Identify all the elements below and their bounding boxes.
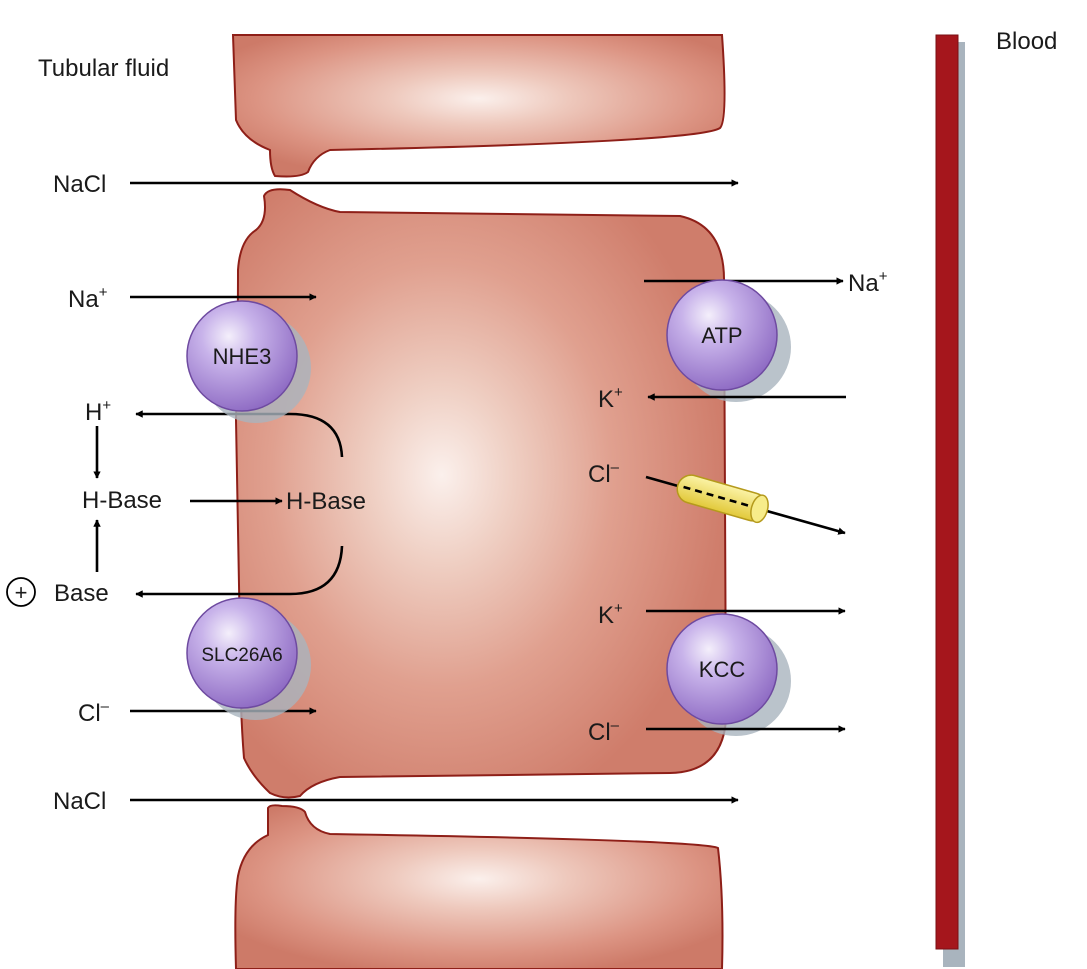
cl-in-label: Cl– (78, 698, 110, 727)
slc26a6-transporter: SLC26A6 (186, 597, 311, 720)
na-blood-label: Na+ (848, 268, 888, 297)
top-cell (231, 34, 726, 178)
atp-pump: ATP (666, 279, 791, 402)
base-out-arrow (135, 545, 344, 598)
nacl-bottom-label: NaCl (53, 788, 106, 815)
k-out-label: K+ (598, 600, 623, 629)
atp-label: ATP (701, 323, 742, 348)
nhe3-transporter: NHE3 (186, 300, 311, 423)
na-in-label: Na+ (68, 284, 108, 313)
slc26a6-label: SLC26A6 (201, 645, 282, 666)
blood-vessel (935, 34, 959, 950)
nacl-top-label: NaCl (53, 171, 106, 198)
h-out-label: H+ (85, 397, 111, 426)
base-out-label: Base (54, 580, 109, 607)
cl-channel-label: Cl– (588, 459, 620, 488)
cl-channel (676, 474, 769, 524)
h-base-in-label: H-Base (286, 488, 366, 515)
bottom-cell (234, 804, 724, 969)
plus-circle: + (6, 577, 36, 607)
nhe3-label: NHE3 (213, 344, 272, 369)
tubular-fluid-label: Tubular fluid (38, 55, 169, 82)
kcc-label: KCC (699, 657, 746, 682)
k-in-label: K+ (598, 384, 623, 413)
h-out-arrow (135, 410, 344, 458)
blood-label: Blood (996, 28, 1057, 55)
epithelial-cell (234, 188, 728, 799)
h-base-out-label: H-Base (82, 487, 162, 514)
kcc-transporter: KCC (666, 613, 791, 736)
cl-out-label: Cl– (588, 717, 620, 746)
plus-sign: + (15, 580, 28, 605)
